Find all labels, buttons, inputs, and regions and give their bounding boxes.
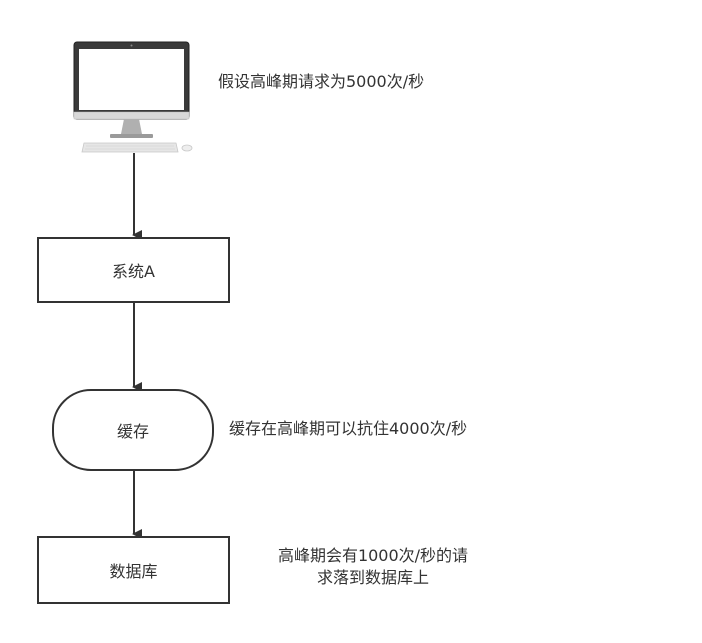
system-a-label: 系统A (112, 262, 155, 281)
desktop-computer-icon (73, 41, 193, 153)
system-a-box (37, 237, 230, 303)
db-requests-line-2: 求落到数据库上 (316, 568, 429, 587)
db-requests-line-1: 高峰期会有1000次/秒的请 (277, 546, 469, 565)
peak-requests-annotation: 假设高峰期请求为5000次/秒 (218, 72, 425, 91)
cache-capacity-annotation: 缓存在高峰期可以抗住4000次/秒 (229, 419, 468, 438)
db-requests-annotation: 高峰期会有1000次/秒的请 求落到数据库上 (242, 545, 504, 589)
database-label: 数据库 (109, 562, 158, 581)
cache-label: 缓存 (116, 422, 149, 441)
database-box (37, 536, 230, 604)
